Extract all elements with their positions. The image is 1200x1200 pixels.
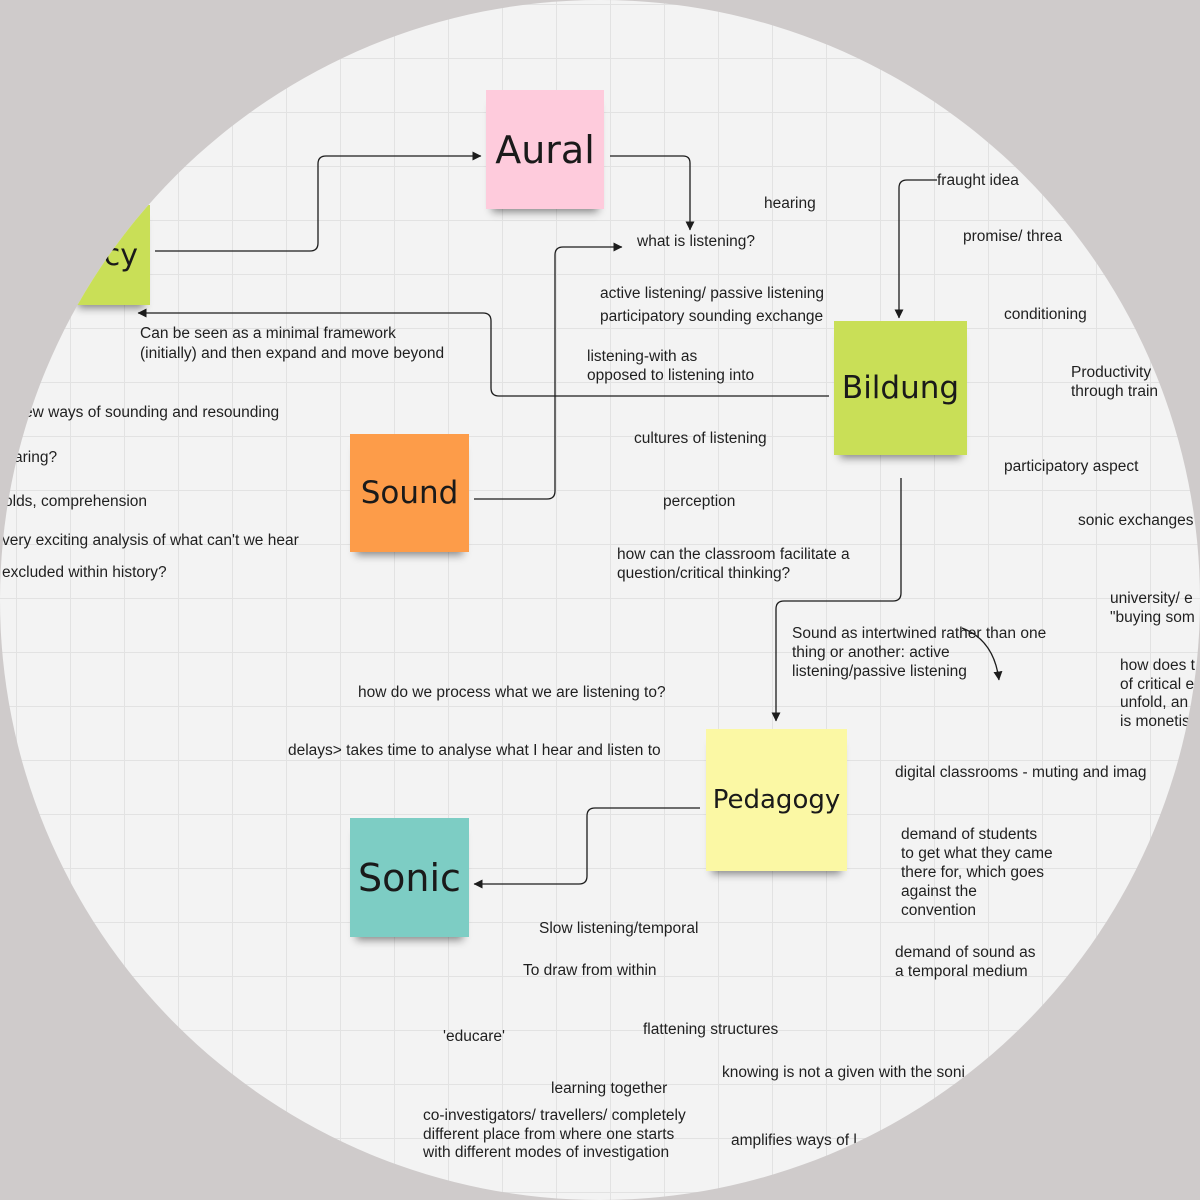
label-new-ways[interactable]: ew ways of sounding and resounding (24, 404, 280, 421)
arrow-fraught-idea-to-bildung[interactable] (894, 179, 937, 319)
label-draw-from-within[interactable]: To draw from within (523, 962, 657, 979)
label-intertwined[interactable]: Sound as intertwined rather than one thi… (792, 625, 1047, 680)
label-university[interactable]: university/ e "buying som (1110, 590, 1195, 626)
sticky-note-literacy[interactable]: cy (72, 205, 150, 305)
label-digital-classrooms[interactable]: digital classrooms - muting and imag (895, 764, 1147, 781)
sticky-note-sound[interactable]: Sound (350, 434, 469, 552)
label-minimal-framework[interactable]: Can be seen as a minimal framework (init… (140, 325, 445, 362)
arrow-curve-intertwined[interactable] (961, 627, 1003, 681)
label-learning-together[interactable]: learning together (551, 1080, 668, 1097)
sticky-note-aural[interactable]: Aural (486, 90, 604, 209)
label-amplifies[interactable]: amplifies ways of l (731, 1132, 857, 1149)
label-fraught-idea[interactable]: fraught idea (937, 172, 1019, 189)
label-hearing[interactable]: hearing (764, 195, 816, 212)
label-thresholds[interactable]: olds, comprehension (4, 493, 148, 510)
label-slow-listening[interactable]: Slow listening/temporal (539, 920, 699, 937)
label-hearing-question[interactable]: aring? (14, 449, 58, 466)
label-educare[interactable]: 'educare' (443, 1028, 505, 1045)
label-exciting-analysis[interactable]: very exciting analysis of what can't we … (2, 532, 299, 549)
arrow-aural-to-what-is-listening[interactable] (610, 155, 695, 231)
label-promise-threat[interactable]: promise/ threa (963, 228, 1063, 245)
label-listening-with[interactable]: listening-with as opposed to listening i… (587, 348, 755, 384)
label-knowing[interactable]: knowing is not a given with the soni (722, 1064, 965, 1081)
label-how-does[interactable]: how does t of critical e unfold, an is m… (1120, 657, 1195, 730)
label-demand-of-students[interactable]: demand of students to get what they came… (901, 826, 1053, 919)
label-co-investigators[interactable]: co-investigators/ travellers/ completely… (423, 1107, 686, 1161)
label-perception[interactable]: perception (663, 493, 736, 510)
arrow-literacy-to-aural[interactable] (155, 151, 482, 252)
sticky-note-sonic[interactable]: Sonic (350, 818, 469, 937)
label-cultures-of-listening[interactable]: cultures of listening (634, 430, 767, 447)
sticky-note-bildung[interactable]: Bildung (834, 321, 967, 455)
arrow-sound-to-what-is-listening[interactable] (474, 242, 623, 500)
sticky-note-pedagogy[interactable]: Pedagogy (706, 729, 847, 871)
label-active-passive-listening[interactable]: active listening/ passive listening part… (600, 285, 825, 325)
label-flattening-structures[interactable]: flattening structures (643, 1021, 779, 1038)
label-sonic-exchanges[interactable]: sonic exchanges (1078, 512, 1194, 529)
label-participatory-aspect[interactable]: participatory aspect (1004, 458, 1139, 475)
label-productivity[interactable]: Productivity through train (1071, 364, 1159, 400)
label-delays[interactable]: delays> takes time to analyse what I hea… (288, 742, 661, 759)
arrow-bildung-to-pedagogy[interactable] (771, 478, 902, 722)
label-excluded[interactable]: excluded within history? (2, 564, 167, 581)
label-process[interactable]: how do we process what we are listening … (358, 684, 666, 701)
label-conditioning[interactable]: conditioning (1004, 306, 1087, 323)
label-what-is-listening[interactable]: what is listening? (637, 233, 756, 250)
label-demand-of-sound[interactable]: demand of sound as a temporal medium (895, 944, 1036, 980)
label-classroom[interactable]: how can the classroom facilitate a quest… (617, 546, 850, 582)
arrow-bildung-to-literacy[interactable] (137, 308, 829, 397)
arrow-pedagogy-to-sonic[interactable] (473, 807, 700, 889)
